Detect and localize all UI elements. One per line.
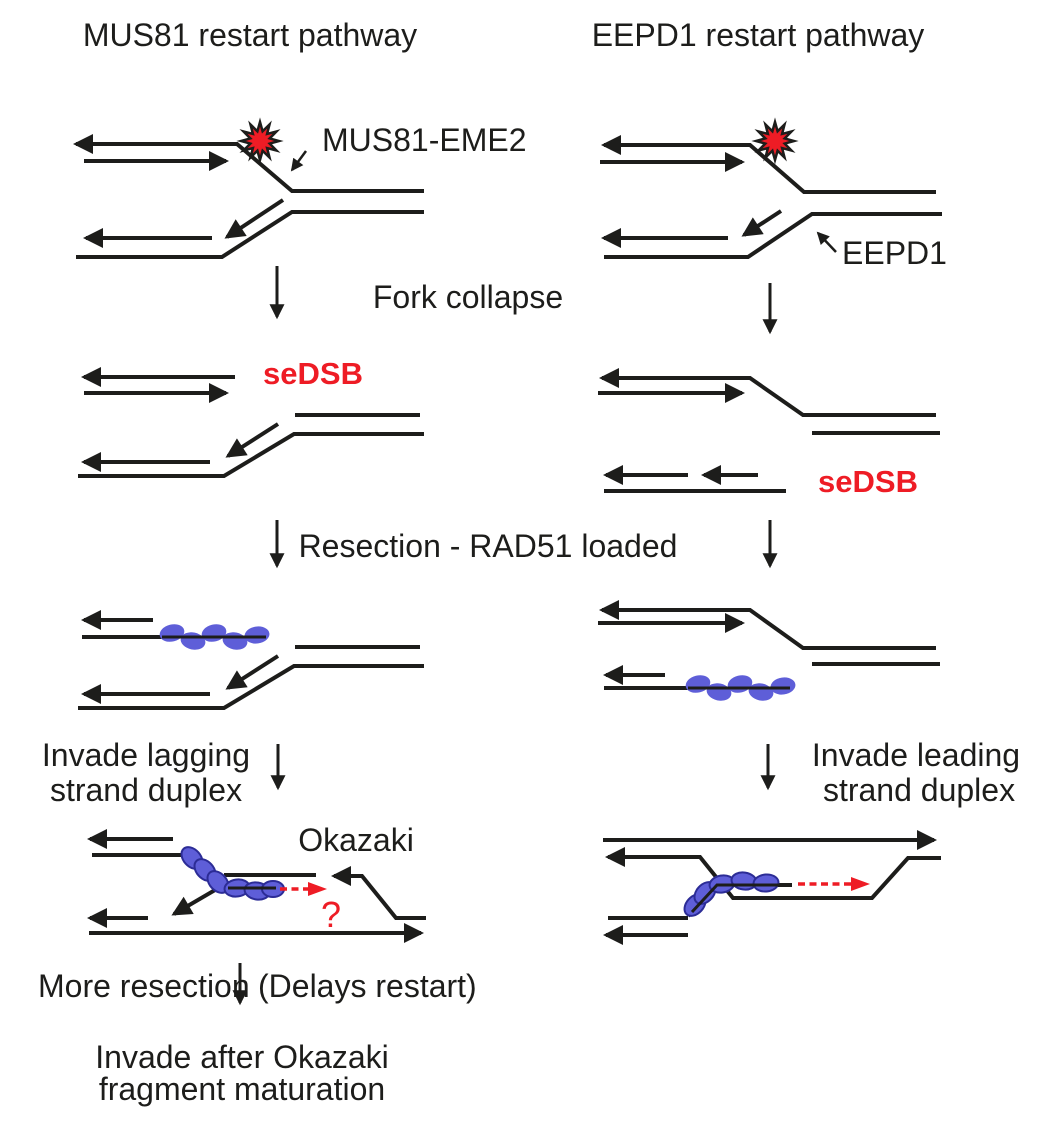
delays-restart-label: (Delays restart) <box>258 968 477 1004</box>
enzyme-pointer-arrow <box>816 231 837 253</box>
right-pathway: EEPD1 seDSB <box>598 120 947 945</box>
invade-lagging-line1: Invade lagging <box>42 737 250 773</box>
mus81-eme2-label: MUS81-EME2 <box>322 122 527 158</box>
extension-dashed-arrow <box>280 882 327 896</box>
red-arrowhead-icon <box>851 877 870 891</box>
red-arrowhead-icon <box>308 882 327 896</box>
left-sedsb-stage: seDSB <box>78 356 424 478</box>
eepd1-label: EEPD1 <box>842 235 947 271</box>
nascent-lagging-strand <box>225 654 280 690</box>
sedsb-label: seDSB <box>263 356 363 391</box>
final-step-line1: Invade after Okazaki <box>95 1039 388 1075</box>
step-fork-collapse: Fork collapse <box>269 266 778 335</box>
rad51-filament-icon <box>180 846 285 901</box>
invade-leading-line1: Invade leading <box>812 737 1020 773</box>
right-rad51-stage <box>598 600 940 703</box>
left-final-steps: More resection (Delays restart) Invade a… <box>38 963 477 1107</box>
leading-template-strand <box>73 134 424 193</box>
sedsb-label: seDSB <box>818 464 918 499</box>
right-sedsb-stage: seDSB <box>598 368 940 499</box>
enzyme-pointer-arrow <box>290 150 308 172</box>
lagging-template-strand <box>76 210 424 259</box>
left-rad51-stage <box>78 610 424 710</box>
step-resection: Resection - RAD51 loaded <box>269 520 778 569</box>
right-invasion-stage <box>603 830 941 945</box>
left-invasion-stage: ? Okazaki <box>87 822 426 943</box>
step-invade-leading: Invade leading strand duplex <box>760 737 1020 808</box>
strand-through-filament <box>690 883 790 914</box>
nascent-lagging-strand <box>741 209 783 237</box>
lagging-template-strand <box>78 432 424 478</box>
leading-template-strand <box>599 600 936 650</box>
okazaki-fragment-right-strand <box>331 866 426 920</box>
nascent-lagging-strand <box>225 422 280 458</box>
more-resection-label: More resection <box>38 968 250 1004</box>
resection-label: Resection - RAD51 loaded <box>299 528 678 564</box>
leading-template-strand <box>599 368 936 417</box>
uncertainty-question-mark: ? <box>321 894 341 935</box>
displaced-strand-dloop <box>605 847 941 900</box>
extension-dashed-arrow <box>798 877 870 891</box>
leading-template-strand <box>601 135 936 194</box>
okazaki-label: Okazaki <box>298 822 414 858</box>
right-pathway-title: EEPD1 restart pathway <box>592 17 925 53</box>
lagging-template-strand <box>78 664 424 710</box>
final-step-line2: fragment maturation <box>99 1071 385 1107</box>
left-pathway-title: MUS81 restart pathway <box>83 17 417 53</box>
invade-lagging-line2: strand duplex <box>50 772 242 808</box>
lagging-template-strand <box>604 212 942 259</box>
fork-collapse-label: Fork collapse <box>373 279 563 315</box>
left-pathway: MUS81-EME2 seDSB <box>38 120 527 1107</box>
nascent-lagging-strand <box>224 198 285 239</box>
left-stalled-fork: MUS81-EME2 <box>73 120 527 259</box>
right-stalled-fork: EEPD1 <box>600 120 947 271</box>
step-invade-lagging: Invade lagging strand duplex <box>42 737 286 808</box>
invade-leading-line2: strand duplex <box>823 772 1015 808</box>
